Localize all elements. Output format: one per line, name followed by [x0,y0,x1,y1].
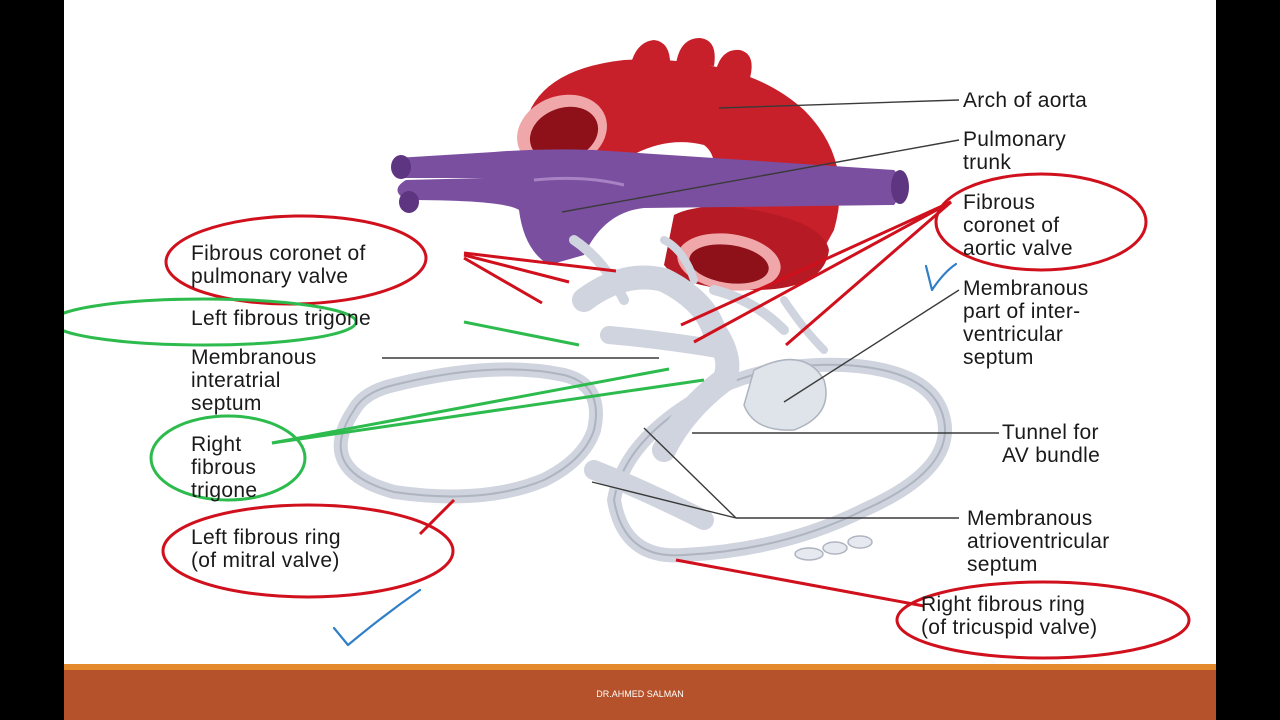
label-fibrous-coronet-pulmonary: Fibrous coronet of pulmonary valve [191,242,366,288]
check-marks [332,262,958,647]
red-annotations [161,172,1191,660]
label-left-fibrous-trigone: Left fibrous trigone [191,307,371,330]
circle-left-fibrous-ring [161,503,455,599]
label-arch-of-aorta: Arch of aorta [963,89,1088,112]
footer-bar: DR.AHMED SALMAN [64,670,1216,720]
label-right-fibrous-trigone: Right fibrous trigone [191,433,258,502]
pulmonary-trunk-illustration [391,149,909,265]
aorta-illustration [517,38,840,291]
label-pulmonary-trunk: Pulmonary trunk [963,128,1067,174]
circle-left-fibrous-trigone [64,297,358,347]
check-mark-right [924,262,958,292]
label-left-fibrous-ring: Left fibrous ring (of mitral valve) [191,526,341,572]
green-annotations [64,297,705,502]
circle-right-fibrous-trigone [149,414,307,502]
label-tunnel-av-bundle: Tunnel for AV bundle [1002,421,1101,467]
accent-band [64,664,1216,670]
tricuspid-ring-segments [794,535,873,561]
check-mark-left [332,588,422,647]
leader-lines [382,99,999,519]
label-fibrous-coronet-aortic: Fibrous coronet of aortic valve [963,191,1073,260]
label-membranous-interatrial: Membranous interatrial septum [191,346,317,415]
label-membranous-atrioventricular: Membranous atrioventricular septum [967,507,1110,576]
heart-skeleton-diagram [64,38,1191,660]
slide: Arch of aorta Pulmonary trunk Fibrous co… [64,0,1216,720]
membranous-septum-patch [743,358,827,431]
circle-right-fibrous-ring [895,580,1191,660]
label-right-fibrous-ring: Right fibrous ring (of tricuspid valve) [921,593,1098,639]
label-membranous-interventricular: Membranous part of inter- ventricular se… [963,277,1089,369]
circle-fibrous-coronet-aortic [934,172,1148,272]
fibrous-skeleton-illustration [333,235,952,563]
footer-author: DR.AHMED SALMAN [596,689,684,699]
